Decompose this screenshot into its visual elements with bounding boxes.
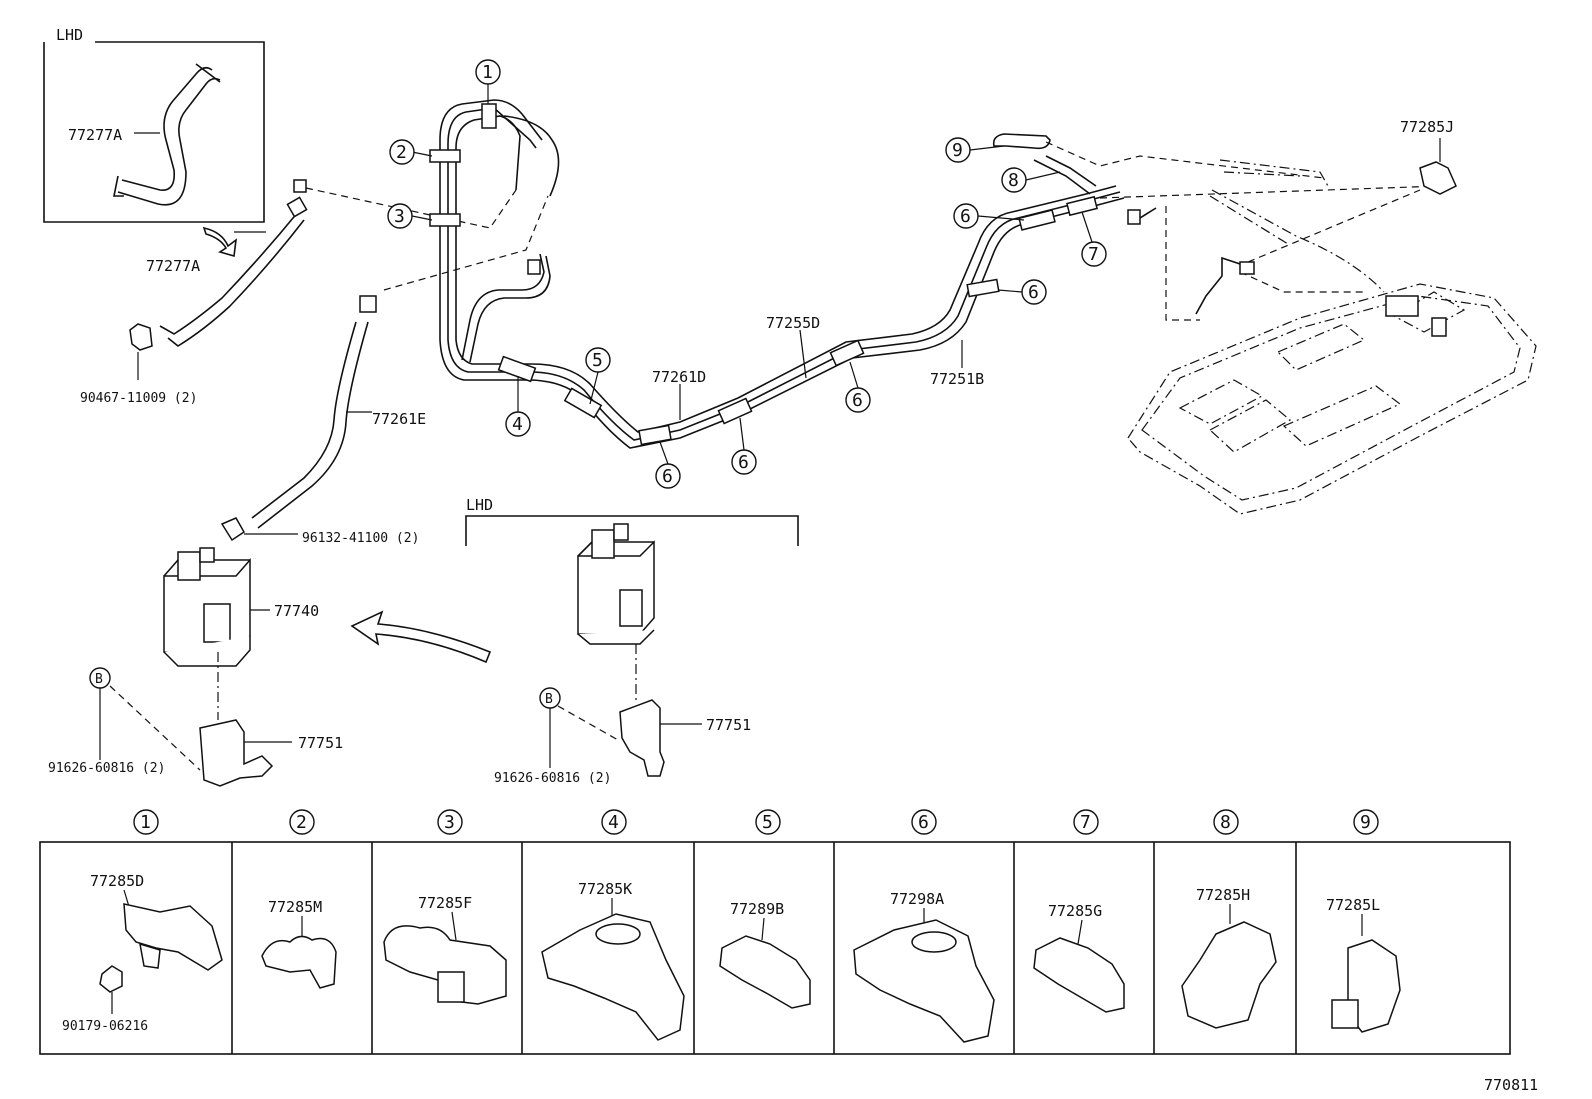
canister-77740-label: 77740	[274, 602, 319, 620]
lhd-canister-label: LHD	[466, 496, 493, 514]
table-cell-7-part: 77285G	[1048, 902, 1102, 920]
table-header-6: 6	[918, 812, 929, 833]
callouts: 1 2 3 4 5 6 6 6 6 6 7 8	[387, 59, 1107, 489]
tube-77255d-label: 77255D	[766, 314, 820, 332]
bracket-77751-left: 77751 B 91626-60816 (2)	[48, 667, 343, 787]
tube-77251b-label: 77251B	[930, 370, 984, 388]
swap-arrow-icon	[350, 610, 492, 664]
callout-4: 4	[512, 414, 523, 435]
bracket-77751-left-label: 77751	[298, 734, 343, 752]
callout-b-right: B	[545, 692, 553, 707]
hose-77277a: 77277A 90467-11009 (2)	[80, 179, 308, 406]
bracket-77751-right-label: 77751	[706, 716, 751, 734]
table-cell-6-part: 77298A	[890, 890, 944, 908]
table-header-5: 5	[762, 812, 773, 833]
dashed-link-2	[383, 195, 549, 291]
bolt-91626-left-label: 91626-60816 (2)	[48, 761, 165, 776]
bolt-91626-right-label: 91626-60816 (2)	[494, 771, 611, 786]
clamp-table: 1 2 3 4 5 6 7 8 9 77285D 90179-06216 772…	[39, 809, 1511, 1055]
table-cell-4-part: 77285K	[578, 880, 632, 898]
clamp-77285j-label: 77285J	[1400, 118, 1454, 136]
table-cell-9-part: 77285L	[1326, 896, 1380, 914]
callout-3: 3	[394, 206, 405, 227]
callout-6b: 6	[738, 452, 749, 473]
callout-b-left: B	[95, 672, 103, 687]
table-cell-3-part: 77285F	[418, 894, 472, 912]
callout-6e: 6	[960, 206, 971, 227]
hose-77277a-label-inset: 77277A	[68, 126, 122, 144]
fuel-tube-bundle	[429, 99, 1157, 449]
lhd-inset-label: LHD	[56, 26, 83, 44]
table-header-8: 8	[1220, 812, 1231, 833]
hose-77261e: 77261E 96132-41100 (2)	[220, 295, 426, 546]
callout-1: 1	[482, 62, 493, 83]
canister-77740: 77740	[163, 547, 319, 720]
callout-5: 5	[592, 350, 603, 371]
table-header-2: 2	[296, 812, 307, 833]
callout-2: 2	[396, 142, 407, 163]
table-cell-5-part: 77289B	[730, 900, 784, 918]
clip-90467-label: 90467-11009 (2)	[80, 391, 197, 406]
table-cell-1-extra: 90179-06216	[62, 1019, 148, 1034]
table-cell-2-part: 77285M	[268, 898, 322, 916]
callout-6c: 6	[852, 390, 863, 411]
callout-8: 8	[1008, 170, 1019, 191]
clamp-1	[481, 103, 497, 129]
lhd-inset-hose: LHD 77277A	[43, 26, 265, 223]
table-cell-1-part: 77285D	[90, 872, 144, 890]
table-header-4: 4	[608, 812, 619, 833]
hose-77277a-label: 77277A	[146, 257, 200, 275]
table-cell-8-part: 77285H	[1196, 886, 1250, 904]
callout-6a: 6	[662, 466, 673, 487]
fuel-tank: 77285J	[1045, 118, 1537, 515]
inset-arrow-icon	[202, 226, 238, 258]
dashed-link-1	[305, 187, 517, 229]
table-header-9: 9	[1360, 812, 1371, 833]
lhd-inset-canister: LHD 77751 B 91626-60816 (2)	[465, 496, 799, 786]
table-header-7: 7	[1080, 812, 1091, 833]
hose-77261e-label: 77261E	[372, 410, 426, 428]
tube-77261d-label: 77261D	[652, 368, 706, 386]
callout-6d: 6	[1028, 282, 1039, 303]
table-header-3: 3	[444, 812, 455, 833]
callout-9: 9	[952, 140, 963, 161]
table-header-1: 1	[140, 812, 151, 833]
diagram-code: 770811	[1484, 1076, 1538, 1094]
clip-96132-label: 96132-41100 (2)	[302, 531, 419, 546]
callout-7: 7	[1088, 244, 1099, 265]
